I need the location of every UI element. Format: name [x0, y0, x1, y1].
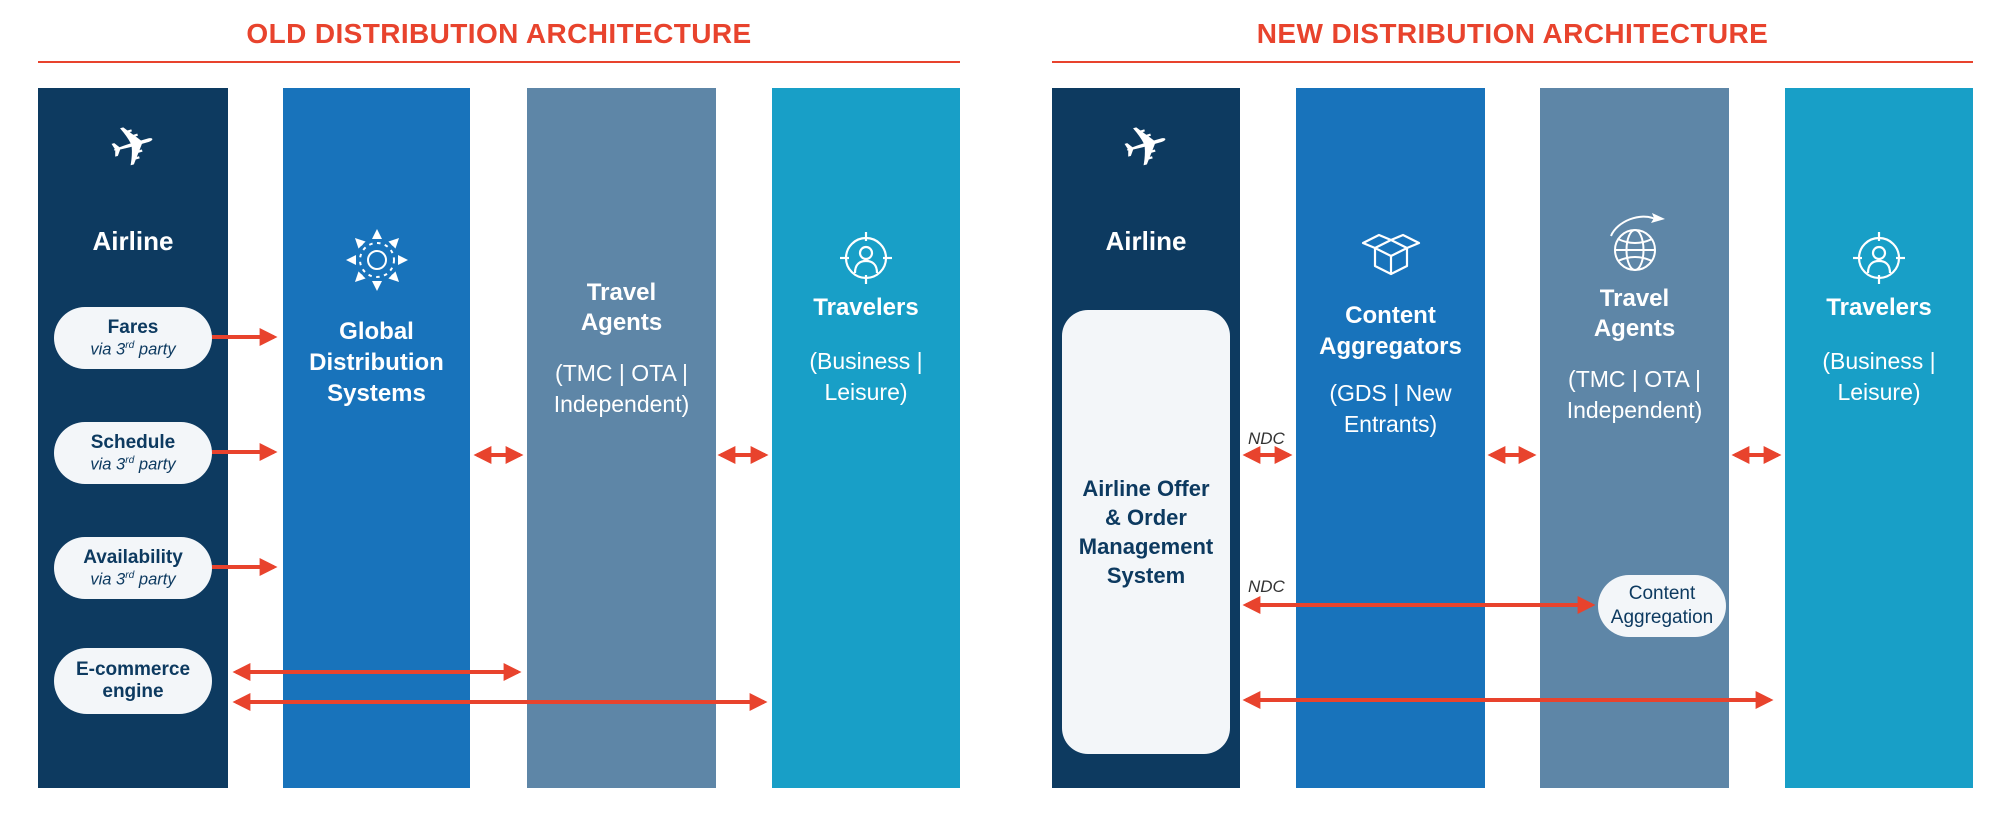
fares-pill-title: Fares	[107, 316, 159, 338]
travel-agents-subtitle-line: Independent)	[1566, 397, 1703, 423]
airplane-glyph: ✈	[101, 108, 165, 185]
travelers-subtitle-line: Leisure)	[1837, 379, 1921, 405]
schedule-pill-title: Schedule	[90, 431, 176, 453]
travelers-subtitle-line: (Business |	[1822, 348, 1936, 374]
fares-pill-sub: via 3rd party	[90, 339, 176, 359]
travel-agents-subtitle-line: (TMC | OTA |	[1568, 366, 1701, 392]
old-travelers-column: Travelers (Business | Leisure)	[772, 88, 960, 788]
old-travel-agents-subtitle: (TMC | OTA | Independent)	[527, 358, 716, 420]
oms-box-line: Management	[1078, 534, 1214, 559]
content-aggregation-line: Aggregation	[1610, 607, 1714, 628]
ecommerce-pill: E-commerce engine	[54, 648, 212, 714]
new-travelers-subtitle: (Business | Leisure)	[1785, 346, 1973, 408]
old-gds-column: Global Distribution Systems	[283, 88, 470, 788]
offer-order-management-box: Airline Offer & Order Management System	[1062, 310, 1230, 754]
ndc-label-lower: NDC	[1248, 577, 1285, 596]
traveler-icon-svg	[1853, 232, 1905, 284]
content-aggregation-line: Content	[1628, 583, 1696, 604]
traveler-icon	[1785, 224, 1973, 290]
oms-box-line: System	[1106, 563, 1186, 588]
new-aggregators-column: Content Aggregators (GDS | New Entrants)	[1296, 88, 1485, 788]
new-travel-agents-subtitle: (TMC | OTA | Independent)	[1540, 364, 1729, 426]
schedule-pill: Schedule via 3rd party	[54, 422, 212, 484]
airplane-glyph: ✈	[1114, 108, 1178, 185]
open-box-icon	[1296, 214, 1485, 290]
travel-agents-title-line: Travel	[586, 279, 657, 306]
aggregators-title-line: Aggregators	[1319, 333, 1462, 360]
new-travelers-title: Travelers	[1826, 294, 1932, 321]
airplane-icon: ✈	[38, 108, 228, 185]
globe-plane-icon	[1540, 204, 1729, 284]
aggregators-subtitle: (GDS | New Entrants)	[1296, 378, 1485, 440]
availability-pill-sub: via 3rd party	[90, 569, 176, 589]
globe-plane-icon-svg	[1609, 213, 1665, 271]
travel-agents-title-line: Agents	[580, 309, 663, 336]
travelers-subtitle-line: (Business |	[809, 348, 923, 374]
travel-agents-subtitle-line: (TMC | OTA |	[555, 360, 688, 386]
distribution-hub-icon	[283, 222, 470, 298]
old-panel-title: OLD DISTRIBUTION ARCHITECTURE	[246, 18, 752, 49]
airplane-icon: ✈	[1052, 108, 1240, 185]
content-aggregation-pill: Content Aggregation	[1598, 575, 1726, 637]
schedule-pill-sub: via 3rd party	[90, 454, 176, 474]
traveler-icon-svg	[840, 232, 892, 284]
gds-label-line: Global	[339, 318, 414, 345]
ecommerce-pill-title: E-commerce engine	[75, 659, 191, 702]
old-airline-label: Airline	[92, 226, 174, 256]
old-travelers-subtitle: (Business | Leisure)	[772, 346, 960, 408]
fares-pill: Fares via 3rd party	[54, 307, 212, 369]
travel-agents-title-line: Agents	[1593, 315, 1676, 342]
new-title-underline	[1052, 61, 1973, 63]
new-travelers-column: Travelers (Business | Leisure)	[1785, 88, 1973, 788]
aggregators-title-line: Content	[1345, 302, 1436, 329]
gds-label: Global Distribution Systems	[283, 316, 470, 409]
distribution-hub-icon-svg	[345, 229, 408, 291]
old-travel-agents-column: Travel Agents (TMC | OTA | Independent)	[527, 88, 716, 788]
oms-box-line: & Order	[1105, 505, 1187, 530]
old-travelers-title: Travelers	[813, 294, 919, 321]
traveler-icon	[772, 224, 960, 290]
gds-label-line: Systems	[327, 380, 426, 407]
aggregators-subtitle-line: Entrants)	[1343, 411, 1438, 437]
oms-box-line: Airline Offer	[1082, 476, 1210, 501]
open-box-icon-svg	[1361, 233, 1420, 276]
new-travel-agents-title: Travel Agents	[1540, 284, 1729, 344]
new-airline-column: ✈ Airline Airline Offer & Order Manageme…	[1052, 88, 1240, 788]
old-title-underline	[38, 61, 960, 63]
old-travel-agents-title: Travel Agents	[527, 278, 716, 338]
availability-pill: Availability via 3rd party	[54, 537, 212, 599]
aggregators-title: Content Aggregators	[1296, 300, 1485, 362]
old-airline-column: ✈ Airline Fares via 3rd party Schedule v…	[38, 88, 228, 788]
new-airline-label: Airline	[1105, 226, 1187, 256]
aggregators-subtitle-line: (GDS | New	[1329, 380, 1452, 406]
ndc-label-upper: NDC	[1248, 429, 1285, 448]
availability-pill-title: Availability	[83, 546, 183, 568]
new-travel-agents-column: Travel Agents (TMC | OTA | Independent) …	[1540, 88, 1729, 788]
new-panel-title: NEW DISTRIBUTION ARCHITECTURE	[1256, 18, 1769, 49]
travelers-subtitle-line: Leisure)	[824, 379, 908, 405]
gds-label-line: Distribution	[309, 349, 444, 376]
travel-agents-subtitle-line: Independent)	[553, 391, 690, 417]
travel-agents-title-line: Travel	[1599, 285, 1670, 312]
